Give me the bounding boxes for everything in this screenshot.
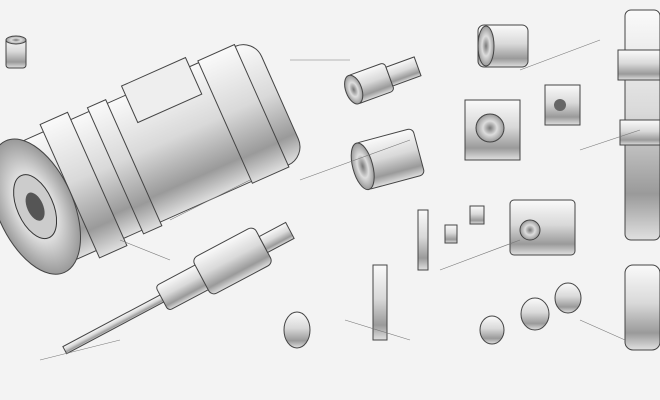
bracket-part xyxy=(544,84,581,126)
bearing-housing xyxy=(350,128,425,191)
vertical-pin xyxy=(372,205,485,341)
small-nuts xyxy=(283,282,582,349)
drive-shaft xyxy=(62,221,295,355)
valve-block xyxy=(464,99,521,161)
square-block xyxy=(509,199,576,256)
bottom-right-housing xyxy=(624,264,660,351)
vertical-column-assembly xyxy=(617,9,660,241)
coupling-part xyxy=(344,56,422,105)
top-cylinder-part xyxy=(477,24,529,68)
dimension-lines xyxy=(39,39,641,361)
small-bushing-top-left xyxy=(5,35,27,69)
main-motor-assembly xyxy=(0,43,301,275)
